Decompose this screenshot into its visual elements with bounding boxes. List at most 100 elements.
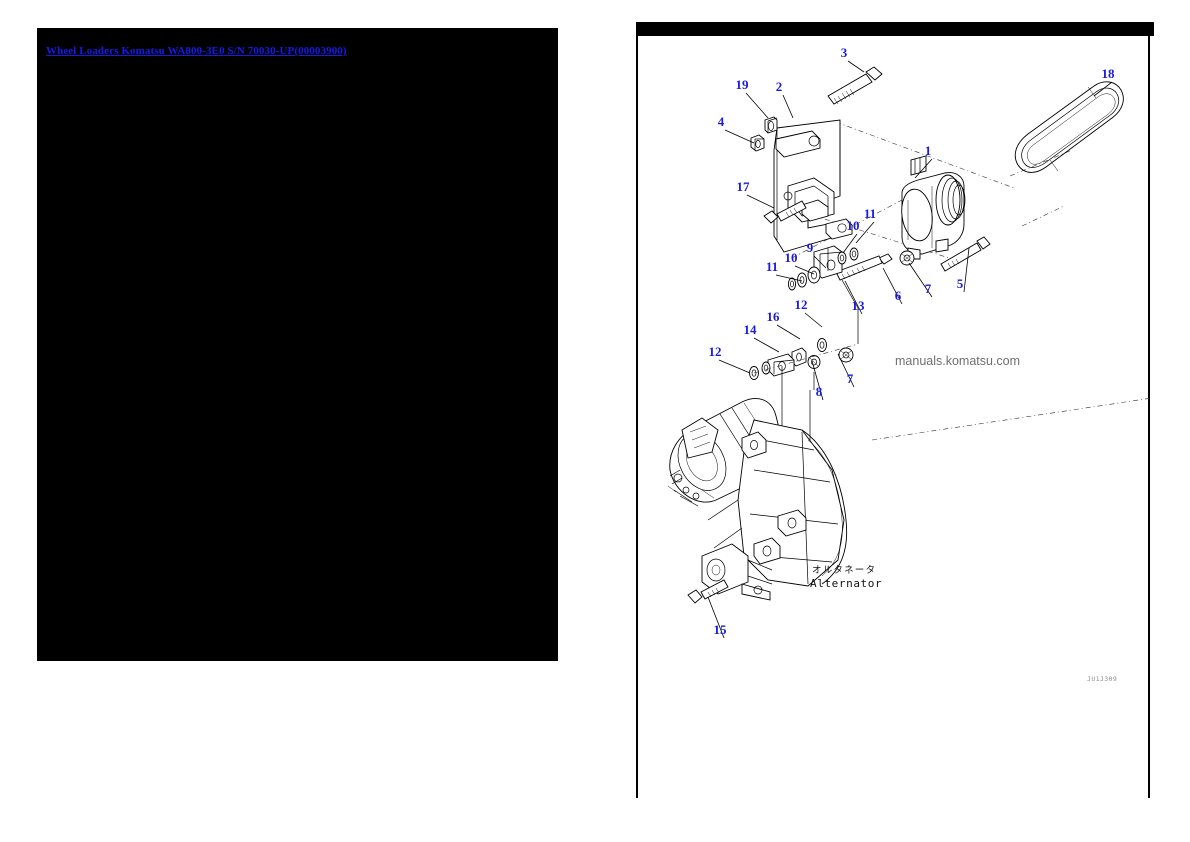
diagram-panel: manuals.komatsu.com オルタネータ Alternator JU… bbox=[636, 22, 1154, 798]
part-2-bracket bbox=[773, 119, 853, 253]
callout-2: 2 bbox=[776, 79, 794, 119]
parts-lower-hardware bbox=[749, 338, 854, 380]
parts-diagram: manuals.komatsu.com オルタネータ Alternator JU… bbox=[638, 28, 1152, 798]
callout-8: 8 bbox=[811, 360, 824, 401]
callout-number-11[interactable]: 11 bbox=[864, 206, 876, 221]
callout-leader-7 bbox=[837, 353, 855, 388]
engine-assembly bbox=[667, 398, 848, 601]
callout-leader-2 bbox=[782, 94, 794, 119]
callout-12: 12 bbox=[709, 344, 751, 374]
callout-number-7[interactable]: 7 bbox=[847, 371, 854, 386]
part-4-nut bbox=[750, 134, 765, 152]
callout-10: 10 bbox=[842, 218, 860, 254]
callout-number-11[interactable]: 11 bbox=[766, 259, 778, 274]
callout-leader-18 bbox=[1093, 81, 1113, 97]
callout-10: 10 bbox=[785, 250, 815, 275]
callout-number-4[interactable]: 4 bbox=[718, 114, 725, 129]
callout-number-17[interactable]: 17 bbox=[737, 179, 751, 194]
callout-leader-9 bbox=[813, 255, 827, 269]
callout-leader-14 bbox=[753, 337, 780, 353]
callout-14: 14 bbox=[744, 322, 780, 353]
callout-leader-11 bbox=[775, 274, 803, 282]
callout-number-14[interactable]: 14 bbox=[744, 322, 758, 337]
callout-number-15[interactable]: 15 bbox=[714, 622, 728, 637]
part-17-bolt bbox=[763, 200, 807, 224]
panel-top-bar bbox=[636, 22, 1154, 36]
part-6-bolt bbox=[835, 253, 893, 281]
callout-leader-16 bbox=[776, 324, 801, 340]
part-1-alternator bbox=[901, 155, 966, 260]
callout-15: 15 bbox=[707, 596, 728, 639]
parts-9-10-11-stack bbox=[787, 266, 821, 291]
callout-leader-3 bbox=[847, 60, 865, 73]
callout-11: 11 bbox=[766, 259, 803, 282]
callout-19: 19 bbox=[736, 77, 769, 119]
callout-17: 17 bbox=[737, 179, 775, 209]
callout-leader-15 bbox=[707, 596, 725, 639]
part-7-washer-upper bbox=[899, 250, 915, 266]
part-13-adjuster bbox=[813, 245, 843, 279]
callout-number-19[interactable]: 19 bbox=[736, 77, 750, 92]
callout-leader-10 bbox=[842, 233, 858, 254]
alternator-label-jp: オルタネータ bbox=[812, 565, 876, 576]
ref-line-belt3 bbox=[1021, 205, 1065, 227]
document-title-link[interactable]: Wheel Loaders Komatsu WA800-3E0 S/N 7003… bbox=[46, 45, 347, 57]
callout-number-5[interactable]: 5 bbox=[957, 276, 964, 291]
callout-leader-17 bbox=[746, 194, 775, 209]
alternator-label-en: Alternator bbox=[810, 577, 882, 590]
callout-number-3[interactable]: 3 bbox=[841, 45, 848, 60]
ref-line-engine bbox=[871, 397, 1152, 441]
callout-number-13[interactable]: 13 bbox=[852, 298, 866, 313]
callout-number-2[interactable]: 2 bbox=[776, 79, 783, 94]
left-content-panel: Wheel Loaders Komatsu WA800-3E0 S/N 7003… bbox=[37, 28, 558, 661]
callout-5: 5 bbox=[957, 247, 970, 293]
callout-number-7[interactable]: 7 bbox=[925, 281, 932, 296]
callout-number-18[interactable]: 18 bbox=[1102, 66, 1116, 81]
callout-12: 12 bbox=[795, 297, 823, 328]
part-5-bolt bbox=[940, 236, 991, 272]
callout-6: 6 bbox=[882, 267, 903, 305]
callout-16: 16 bbox=[767, 309, 801, 340]
part-19-bushing bbox=[764, 116, 778, 134]
callout-leader-1 bbox=[914, 158, 933, 179]
callout-leader-12 bbox=[718, 359, 751, 374]
callout-leader-5 bbox=[963, 247, 970, 293]
part-3-bolt bbox=[827, 66, 883, 105]
callout-number-12[interactable]: 12 bbox=[709, 344, 722, 359]
ref-line-mid bbox=[801, 211, 963, 263]
callout-leader-11 bbox=[855, 221, 875, 244]
callout-leader-4 bbox=[724, 129, 755, 144]
callout-18: 18 bbox=[1093, 66, 1116, 97]
callout-number-16[interactable]: 16 bbox=[767, 309, 781, 324]
callout-leader-6 bbox=[882, 267, 903, 305]
part-15-bolt bbox=[687, 579, 729, 604]
callout-leader-13 bbox=[844, 280, 863, 315]
callout-leader-10 bbox=[794, 265, 815, 275]
callout-9: 9 bbox=[807, 240, 827, 269]
callout-leader-7 bbox=[908, 262, 933, 298]
callout-number-10[interactable]: 10 bbox=[847, 218, 860, 233]
callout-leader-19 bbox=[745, 92, 769, 119]
callout-number-9[interactable]: 9 bbox=[807, 240, 814, 255]
callout-number-10[interactable]: 10 bbox=[785, 250, 798, 265]
callout-1: 1 bbox=[914, 143, 933, 179]
callout-leader-8 bbox=[811, 360, 824, 401]
callout-leader-12 bbox=[804, 312, 823, 328]
parts-10-11-upper bbox=[837, 247, 859, 265]
callout-7: 7 bbox=[837, 353, 855, 388]
ref-line-belt2 bbox=[1009, 149, 1073, 177]
part-18-v-belt bbox=[1014, 81, 1124, 173]
callout-4: 4 bbox=[718, 114, 755, 144]
callout-7: 7 bbox=[908, 262, 933, 298]
callout-number-1[interactable]: 1 bbox=[925, 143, 932, 158]
ref-line-belt bbox=[835, 121, 1015, 189]
callout-number-12[interactable]: 12 bbox=[795, 297, 808, 312]
callout-13: 13 bbox=[844, 280, 866, 315]
callout-number-8[interactable]: 8 bbox=[816, 384, 823, 399]
watermark-text: manuals.komatsu.com bbox=[895, 354, 1020, 368]
drawing-code: JU1J309 bbox=[1087, 675, 1117, 683]
callout-number-6[interactable]: 6 bbox=[895, 288, 902, 303]
callout-11: 11 bbox=[855, 206, 876, 244]
